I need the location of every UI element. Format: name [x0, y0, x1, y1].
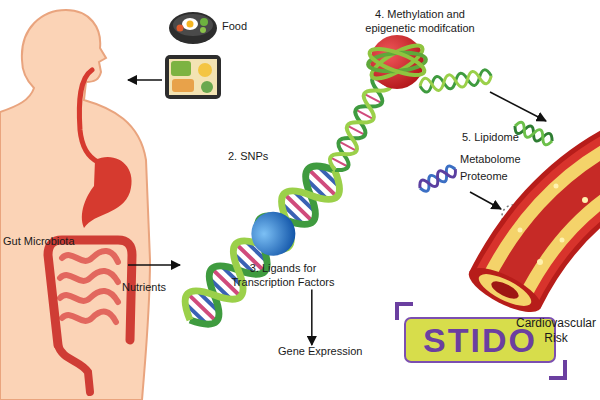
dna-strand: [176, 156, 349, 334]
node-label: Proteome: [460, 170, 530, 184]
vegetable: [201, 81, 213, 93]
logo-bracket: [549, 360, 565, 378]
dna-strand: [176, 156, 349, 334]
artery-wall-inner: [505, 160, 600, 290]
flow-arrow: [470, 192, 501, 209]
esophagus: [79, 70, 98, 162]
flow-arrow: [490, 92, 546, 121]
transcription-factor: [242, 203, 304, 265]
flow-arrow: [128, 79, 162, 81]
node-label: 3. Ligands for Transcription Factors: [223, 262, 343, 290]
food-illustration: Food: [162, 8, 252, 103]
node-label: Gut Microbiota: [3, 235, 75, 249]
vegetable: [200, 27, 206, 33]
dna-helix: [174, 155, 350, 335]
metabolome-strand: [417, 164, 458, 193]
transcription-factor-node: 3. Ligands for Transcription Factors: [223, 262, 343, 290]
rectum: [58, 345, 90, 392]
metabolome-strand: [417, 164, 458, 193]
vegetable: [177, 25, 184, 32]
vegetable: [200, 18, 208, 26]
food-bowl-inner: [173, 14, 213, 36]
plaque-dot: [560, 238, 565, 243]
dna-helix: [419, 69, 492, 93]
body-silhouette: [0, 10, 150, 400]
egg-white: [182, 18, 198, 30]
node-label: 5. Lipidome: [462, 131, 532, 145]
node-label: Metabolome: [460, 153, 530, 167]
dna-strand: [419, 69, 492, 93]
node-label: Gene Expression: [278, 345, 368, 359]
node-label: 2. SNPs: [228, 150, 268, 164]
base-pairs: [185, 166, 339, 324]
plaque-dot: [582, 197, 588, 203]
omics-node: 5. Lipidome: [462, 131, 532, 145]
wrapped-dna: [367, 44, 428, 81]
plaque-dot: [518, 228, 523, 233]
lipid-strand: [513, 120, 555, 146]
node-label: 4. Methylation and epigenetic modifcatio…: [355, 8, 485, 36]
omics-node: Metabolome: [460, 153, 530, 167]
stomach: [82, 157, 132, 228]
logo-box: [405, 318, 555, 362]
artery-wall: [505, 160, 600, 290]
artery-opening-lumen: [489, 278, 521, 302]
artery-lumen: [505, 160, 600, 290]
metabolome-helix: [417, 164, 458, 193]
nucleosome-node: 4. Methylation and epigenetic modifcatio…: [355, 8, 485, 36]
outcome-text: Gene Expression: [278, 345, 368, 359]
flow-arrow: [128, 264, 180, 266]
artery-opening: [463, 259, 547, 320]
body-figure: Gut Microbiota: [0, 10, 128, 390]
lipid-strand: [513, 120, 555, 146]
dna-helix-node: 2. SNPs: [180, 150, 270, 330]
edge-label: Nutrients: [122, 281, 166, 293]
plaque-layer: [505, 160, 600, 290]
vegetable: [171, 61, 191, 76]
small-intestine: [60, 251, 118, 322]
food-bowl: [169, 12, 217, 44]
bread: [172, 79, 194, 92]
dna-strand: [419, 69, 492, 93]
food-tray-inner: [169, 59, 217, 95]
large-intestine: [48, 240, 132, 345]
food-tray: [165, 55, 221, 99]
wrapped-dna: [367, 40, 426, 85]
plaque-dot: [537, 259, 543, 265]
flow-arrow: [311, 290, 313, 346]
plaque-dot: [554, 184, 559, 189]
fruit: [198, 63, 212, 77]
base-pairs: [188, 169, 337, 322]
egg-yolk: [187, 21, 194, 28]
lipid-helix: [513, 120, 555, 146]
node-label: Food: [222, 20, 247, 34]
artery-opening-plaque: [475, 268, 536, 312]
omics-node: Proteome: [460, 170, 530, 184]
logo-watermark: STIDO: [405, 318, 555, 362]
